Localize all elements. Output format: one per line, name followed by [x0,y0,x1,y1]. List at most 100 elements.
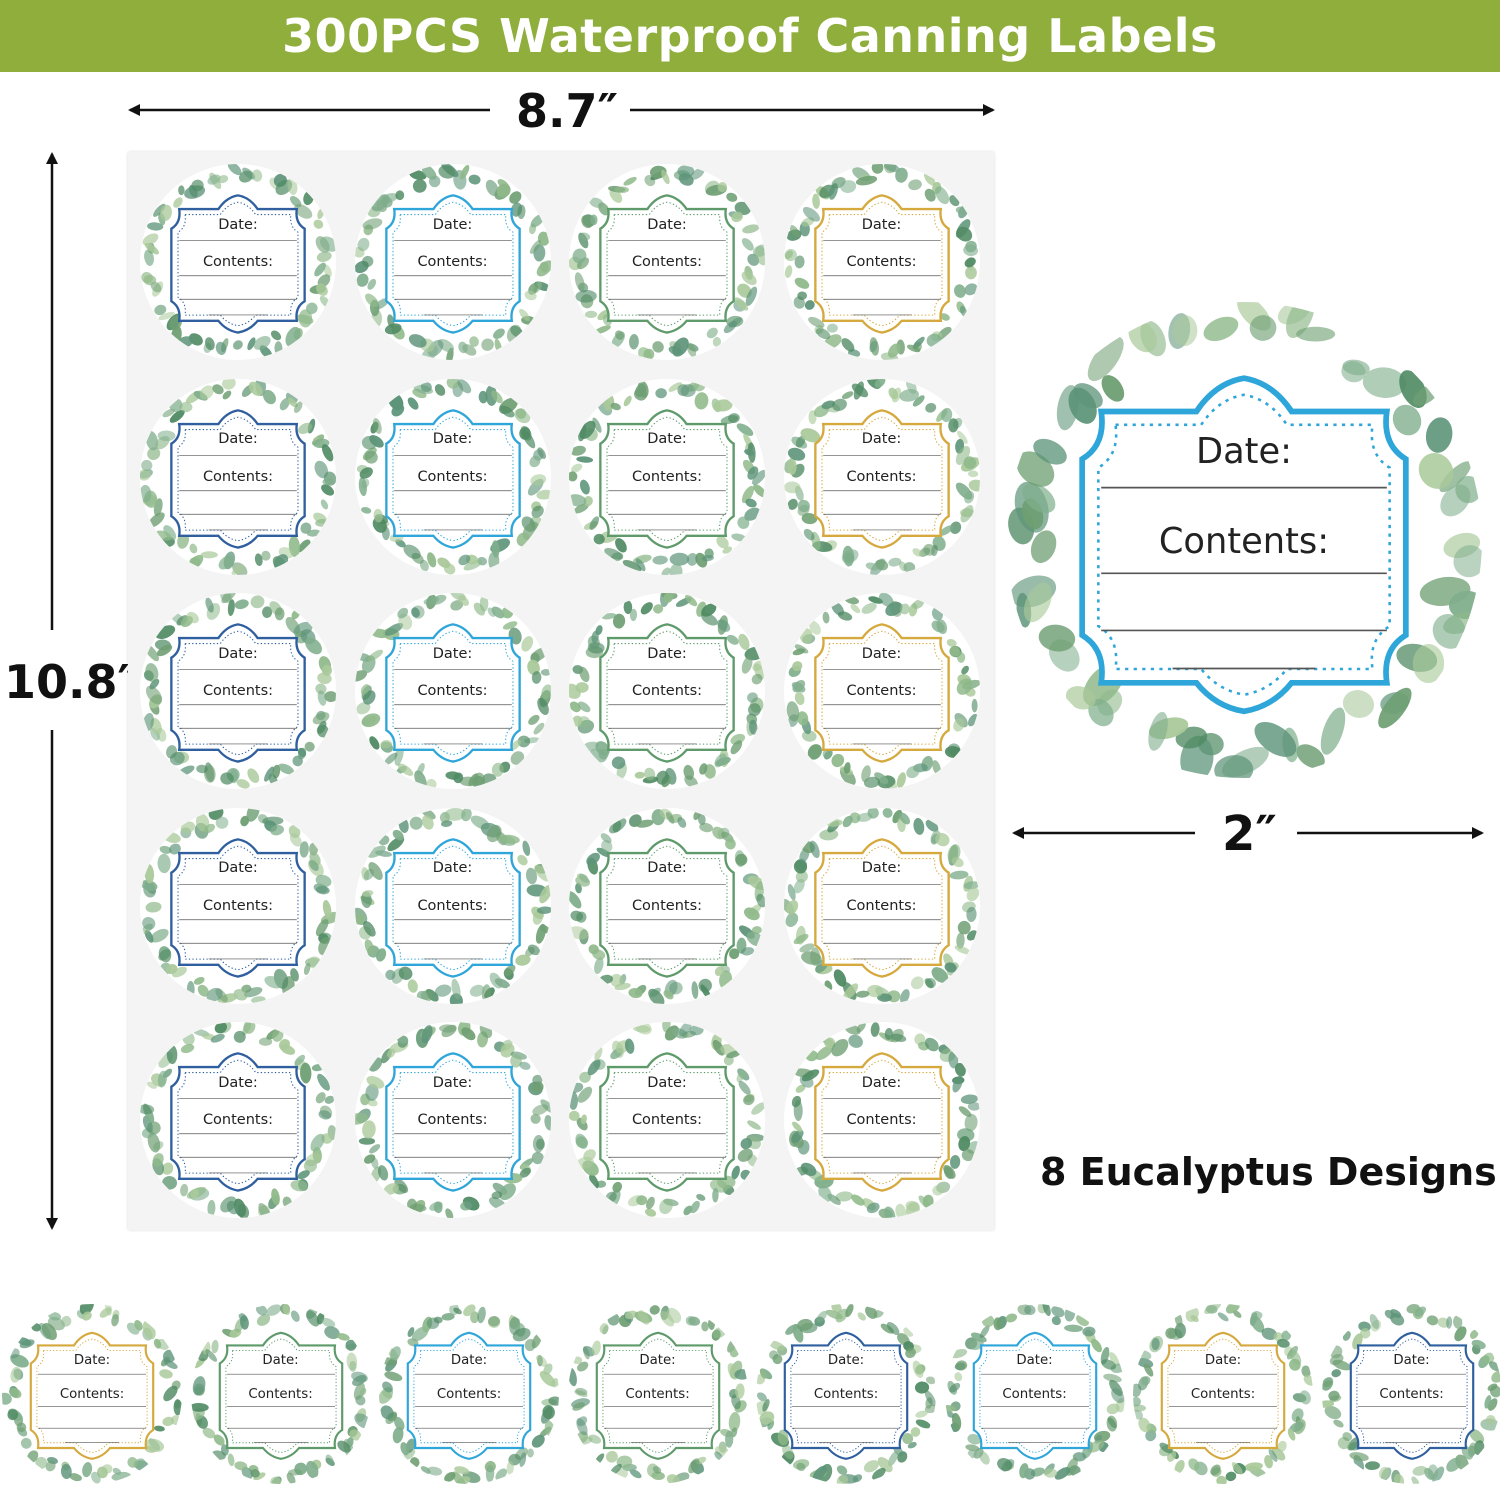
leaf [1022,483,1056,514]
leaf [210,1339,219,1354]
leaf [193,976,205,985]
leaf [420,381,432,392]
leaf [600,832,612,843]
leaf [912,1360,924,1378]
leaf [394,190,404,201]
leaf [947,1051,958,1069]
leaf [436,556,450,568]
leaf [227,599,235,616]
leaf [952,718,965,732]
leaf [186,611,199,624]
leaf [931,607,943,621]
leaf [800,950,822,965]
leaf [516,532,530,546]
leaf [495,1468,508,1481]
leaf [652,555,668,565]
leaf [571,715,583,727]
leaf [677,816,687,828]
leaf [324,1095,335,1104]
leaf [479,1022,492,1039]
leaf [47,1316,65,1331]
leaf [317,672,332,684]
leaf [950,1349,967,1359]
leaf [144,242,159,255]
leaf [648,988,665,1004]
leaf [1030,530,1057,563]
leaf [265,1304,281,1316]
leaf [593,1453,604,1465]
leaf [663,989,674,999]
leaf [1469,1329,1478,1339]
leaf [963,880,980,889]
leaf [796,711,808,726]
leaf [407,396,418,410]
leaf [543,1114,551,1131]
leaf [457,595,469,606]
design-variant-label: Date:Contents: [567,1304,748,1484]
leaf [156,644,173,657]
leaf [384,623,403,636]
leaf [390,1346,401,1361]
leaf [318,1110,332,1120]
leaf [816,1310,828,1323]
leaf [934,832,949,846]
leaf [270,824,284,835]
leaf [359,1388,366,1397]
leaf [826,818,843,827]
leaf [307,955,322,968]
leaf [902,561,915,573]
leaf [392,829,404,840]
sheet-label: Date:Contents: [140,593,336,789]
label-frame-dotted [820,845,943,970]
leaf [701,612,718,626]
leaf [785,899,798,914]
eucalyptus-leaves [783,807,980,1004]
leaf [635,1022,652,1035]
leaf [787,447,805,461]
leaf [1487,1383,1497,1391]
leaf [931,760,941,776]
sheet-label: Date: Contents: [783,807,980,1004]
leaf [478,390,488,403]
leaf [535,489,551,500]
leaf [1445,1457,1461,1472]
leaf [1425,417,1453,453]
leaf [2,1392,12,1405]
leaf [279,397,290,410]
eucalyptus-leaves [944,1304,1125,1480]
leaf [696,1194,706,1201]
date-field-label: Date: [218,645,258,662]
leaf [408,334,427,348]
leaf [367,649,383,661]
leaf [589,1173,599,1189]
leaf [570,910,584,921]
contents-field-label: Contents: [202,897,274,914]
leaf [1271,1447,1286,1461]
leaf [169,843,181,855]
leaf [569,1091,578,1110]
leaf [795,870,808,883]
leaf [604,547,623,560]
leaf [163,1385,178,1402]
contents-field-label: Contents: [846,897,917,914]
eucalyptus-leaves [567,1305,748,1484]
leaf [786,457,797,475]
leaf [1073,383,1103,409]
leaf [158,948,171,961]
leaf [170,325,182,346]
leaf [528,455,540,467]
leaf [320,236,336,252]
leaf [368,1057,382,1072]
leaf [712,336,722,347]
leaf [469,984,485,997]
leaf [278,763,295,775]
leaf [949,521,961,534]
leaf [628,987,643,998]
leaf [1244,1462,1263,1472]
leaf [1453,1326,1467,1342]
leaf [1133,1409,1143,1420]
leaf [463,1304,476,1317]
date-field-label: Date: [861,860,902,877]
leaf [242,167,256,180]
label-frame [170,837,306,978]
